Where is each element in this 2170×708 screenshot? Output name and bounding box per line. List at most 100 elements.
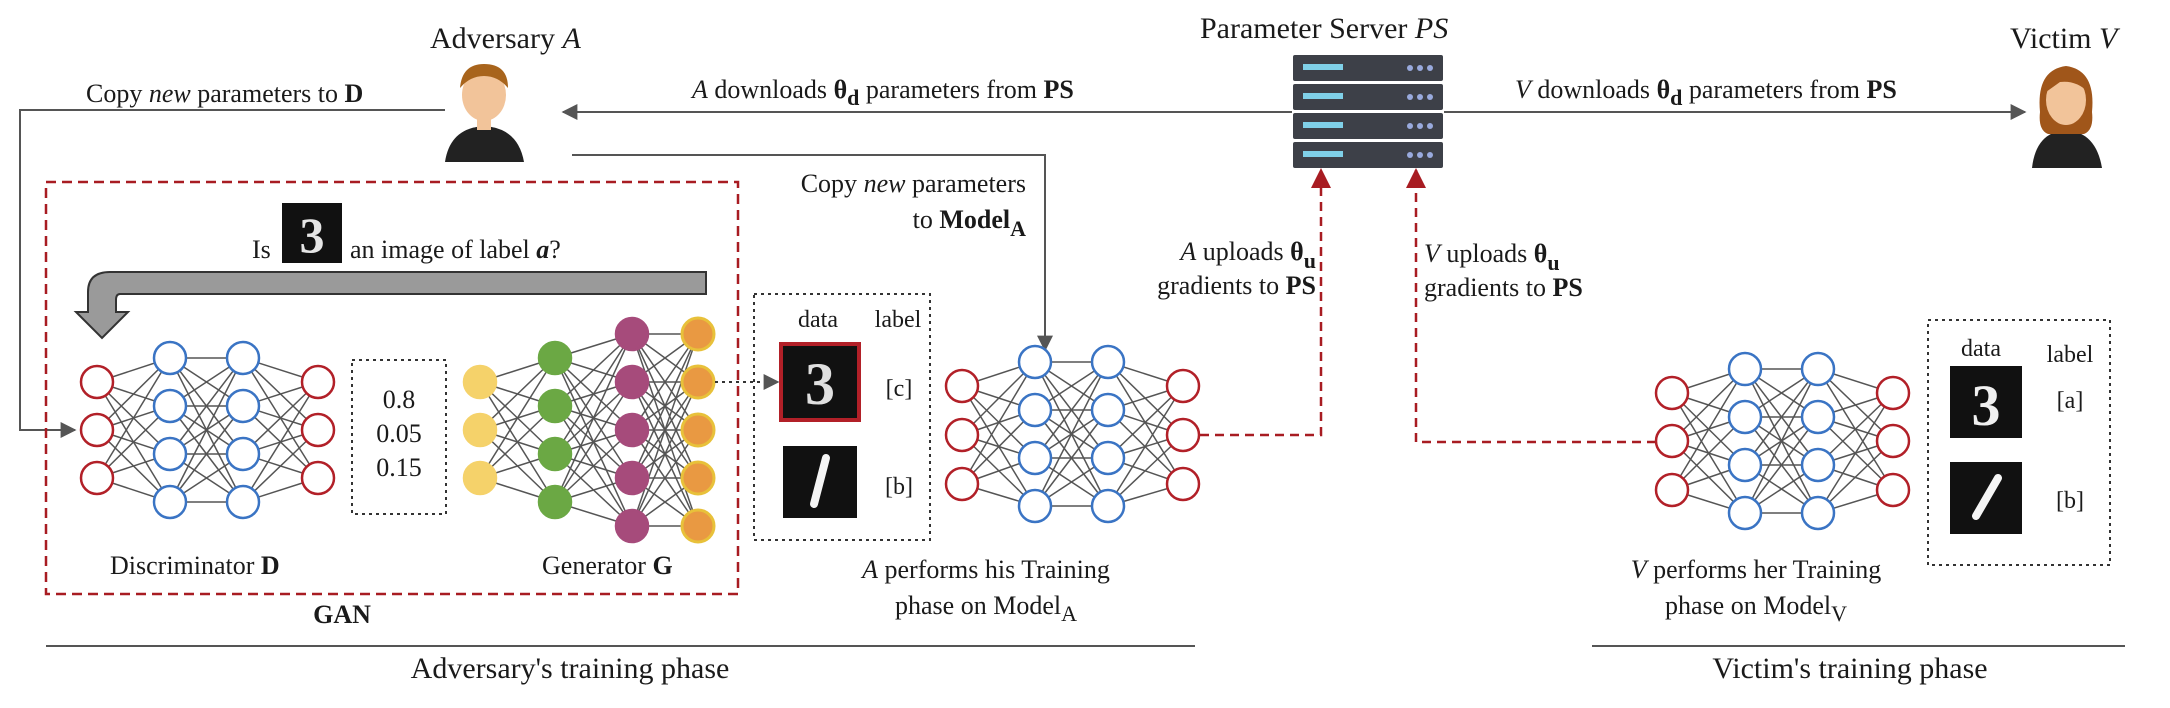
network-edge (1034, 409, 1109, 507)
adv-col-label: label (875, 307, 922, 333)
copy-to-d-label: Copy new parameters to D (86, 79, 363, 108)
network-edge (961, 409, 1036, 485)
gen-output-node (680, 508, 716, 544)
adv-training-line2: phase on ModelA (895, 591, 1077, 626)
network-edge (1034, 361, 1109, 507)
gen-output-node (680, 316, 716, 352)
gen-output-node (680, 460, 716, 496)
disc-hidden-node (152, 484, 188, 520)
model-v-output-node (1875, 472, 1911, 508)
model-a-hidden-node (1017, 488, 1053, 524)
model-a-hidden-node (1090, 488, 1126, 524)
gan-question-pre: Is (252, 235, 271, 264)
model-v-hidden-node (1800, 399, 1836, 435)
network-edge (169, 405, 244, 503)
disc-hidden-node (152, 436, 188, 472)
adv-col-data: data (798, 307, 838, 333)
model-a-hidden-node (1090, 344, 1126, 380)
svg-text:3: 3 (805, 351, 835, 417)
adv-training-line1: A performs his Training (860, 555, 1110, 584)
network-edge (1107, 385, 1184, 459)
gen-hidden-node (614, 508, 650, 544)
model-v-hidden-node (1727, 495, 1763, 531)
discriminator-label: Discriminator D (110, 551, 280, 580)
svg-text:3: 3 (1972, 373, 2001, 438)
network-edge (1671, 368, 1746, 491)
network-edge (1744, 368, 1819, 514)
adversary-avatar (445, 64, 524, 162)
network-edge (631, 333, 699, 527)
victim-avatar (2032, 66, 2102, 168)
svg-text:3: 3 (300, 207, 325, 263)
disc-input-node (79, 460, 115, 496)
model-v-hidden-node (1727, 447, 1763, 483)
network-edge (1744, 416, 1819, 514)
disc-input-node (79, 364, 115, 400)
network-edge (554, 333, 633, 455)
gen-hidden-node (614, 364, 650, 400)
generator-label: Generator G (542, 551, 673, 580)
gen-hidden-node (614, 460, 650, 496)
parameter-server-icon (1293, 55, 1443, 168)
model-v-hidden-node (1800, 495, 1836, 531)
vic-row-label-2: [b] (2056, 488, 2084, 514)
copy-to-d-arrow (19, 109, 445, 438)
adversary-title: Adversary A (430, 22, 581, 55)
network-edge (961, 361, 1036, 485)
disc-hidden-node (152, 388, 188, 424)
gen-hidden-node (614, 412, 650, 448)
disc-input-node (79, 412, 115, 448)
model-a-network (944, 344, 1201, 524)
gen-hidden-node (614, 316, 650, 352)
copy-to-model-label-2: to ModelA (913, 205, 1027, 241)
a-upload-label-1: A uploads θu (1178, 237, 1316, 273)
network-edge (242, 381, 319, 503)
network-edge (631, 381, 699, 527)
network-edge (1817, 392, 1894, 466)
gan-box (44, 180, 740, 596)
model-a-input-node (944, 466, 980, 502)
v-upload-label-2: gradients to PS (1424, 273, 1583, 302)
disc-output-3: 0.15 (376, 453, 422, 482)
victim-phase-label: Victim's training phase (1712, 652, 1987, 685)
disc-output-node (300, 364, 336, 400)
model-a-input-node (944, 417, 980, 453)
disc-hidden-node (152, 340, 188, 376)
model-v-input-node (1654, 375, 1690, 411)
model-v-output-node (1875, 423, 1911, 459)
copy-to-model-label-1: Copy new parameters (801, 169, 1026, 198)
disc-hidden-node (225, 436, 261, 472)
network-edge (169, 357, 244, 455)
model-v-output-node (1875, 375, 1911, 411)
network-edge (554, 429, 633, 503)
disc-hidden-node (225, 340, 261, 376)
vic-digit-3-image: 3 (1950, 366, 2022, 438)
network-edge (242, 429, 319, 503)
network-edge (1034, 361, 1109, 459)
gen-input-node (462, 460, 498, 496)
model-v-network (1654, 351, 1911, 531)
model-a-output-node (1165, 417, 1201, 453)
network-edge (631, 333, 699, 431)
discriminator-network (79, 340, 336, 520)
copy-to-model-arrow (572, 154, 1053, 352)
gen-hidden-node (537, 436, 573, 472)
network-edge (1817, 392, 1894, 514)
model-a-output-node (1165, 368, 1201, 404)
vic-col-data: data (1961, 336, 2001, 362)
model-v-input-node (1654, 472, 1690, 508)
network-edge (479, 357, 556, 431)
adv-row-label-2: [b] (885, 474, 913, 500)
v-upload-label-1: V uploads θu (1424, 239, 1560, 275)
gen-output-node (680, 412, 716, 448)
v-upload-arrow (1406, 168, 1656, 444)
network-edge (631, 333, 699, 479)
adversary-data-table (753, 293, 931, 541)
model-a-hidden-node (1017, 344, 1053, 380)
victim-training-line2: phase on ModelV (1665, 591, 1847, 626)
disc-output-2: 0.05 (376, 419, 422, 448)
adversary-phase-label: Adversary's training phase (411, 652, 730, 685)
gen-hidden-node (537, 388, 573, 424)
generator-network (462, 316, 716, 544)
